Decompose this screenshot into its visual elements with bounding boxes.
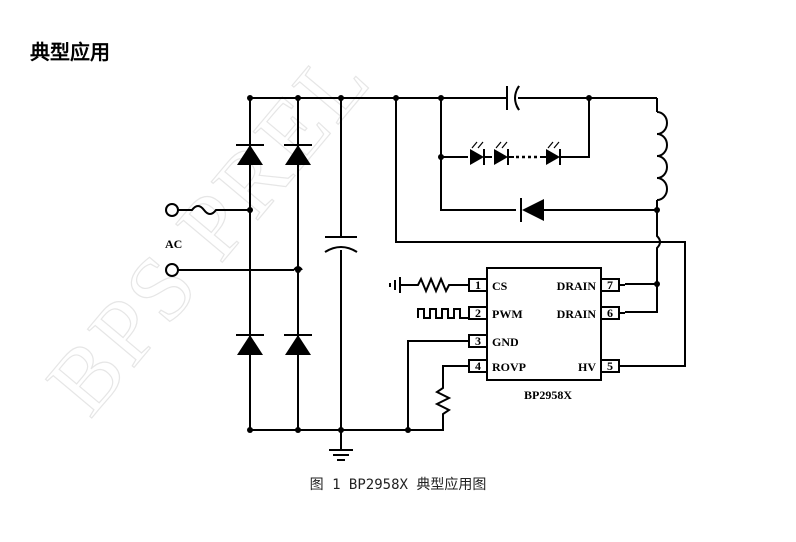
pin-4-label: ROVP xyxy=(492,360,526,374)
watermark: BPS PREL xyxy=(27,27,390,432)
led-2 xyxy=(494,149,508,165)
pin-3-number: 3 xyxy=(475,334,481,348)
led-3 xyxy=(546,149,560,165)
ac-label: AC xyxy=(165,237,182,251)
ground-symbol xyxy=(329,430,353,461)
freewheel-diode xyxy=(520,198,660,222)
pin-7-number: 7 xyxy=(607,278,613,292)
led-string xyxy=(438,98,590,211)
pin-2-label: PWM xyxy=(492,307,523,321)
cs-resistor xyxy=(389,276,469,294)
pin-6-number: 6 xyxy=(607,306,613,320)
pin-5-label: HV xyxy=(578,360,596,374)
pin-2-number: 2 xyxy=(475,306,481,320)
pin-1-label: CS xyxy=(492,279,508,293)
figure-caption: 图 1 BP2958X 典型应用图 xyxy=(309,477,487,493)
pin-3-label: GND xyxy=(492,335,519,349)
pin-4-number: 4 xyxy=(475,359,481,373)
diode-d1 xyxy=(237,145,263,165)
led-1 xyxy=(470,149,484,165)
pin-5-number: 5 xyxy=(607,359,613,373)
pwm-signal-icon xyxy=(417,308,469,319)
diode-d3 xyxy=(237,335,263,355)
diode-d4 xyxy=(285,335,311,355)
inductor xyxy=(625,98,668,313)
page-title: 典型应用 xyxy=(30,40,110,64)
output-capacitor xyxy=(393,85,592,111)
pin-6-label: DRAIN xyxy=(557,307,597,321)
ic-name: BP2958X xyxy=(524,388,572,402)
pin-7-label: DRAIN xyxy=(557,279,597,293)
rovp-resistor xyxy=(408,365,469,431)
pin-1-number: 1 xyxy=(475,278,481,292)
ic-bp2958x: 1 2 3 4 5 6 7 CS PWM GND ROVP HV DRAIN D… xyxy=(468,267,625,402)
bulk-capacitor xyxy=(324,95,358,433)
diode-d2 xyxy=(285,145,311,165)
fuse xyxy=(178,205,250,215)
